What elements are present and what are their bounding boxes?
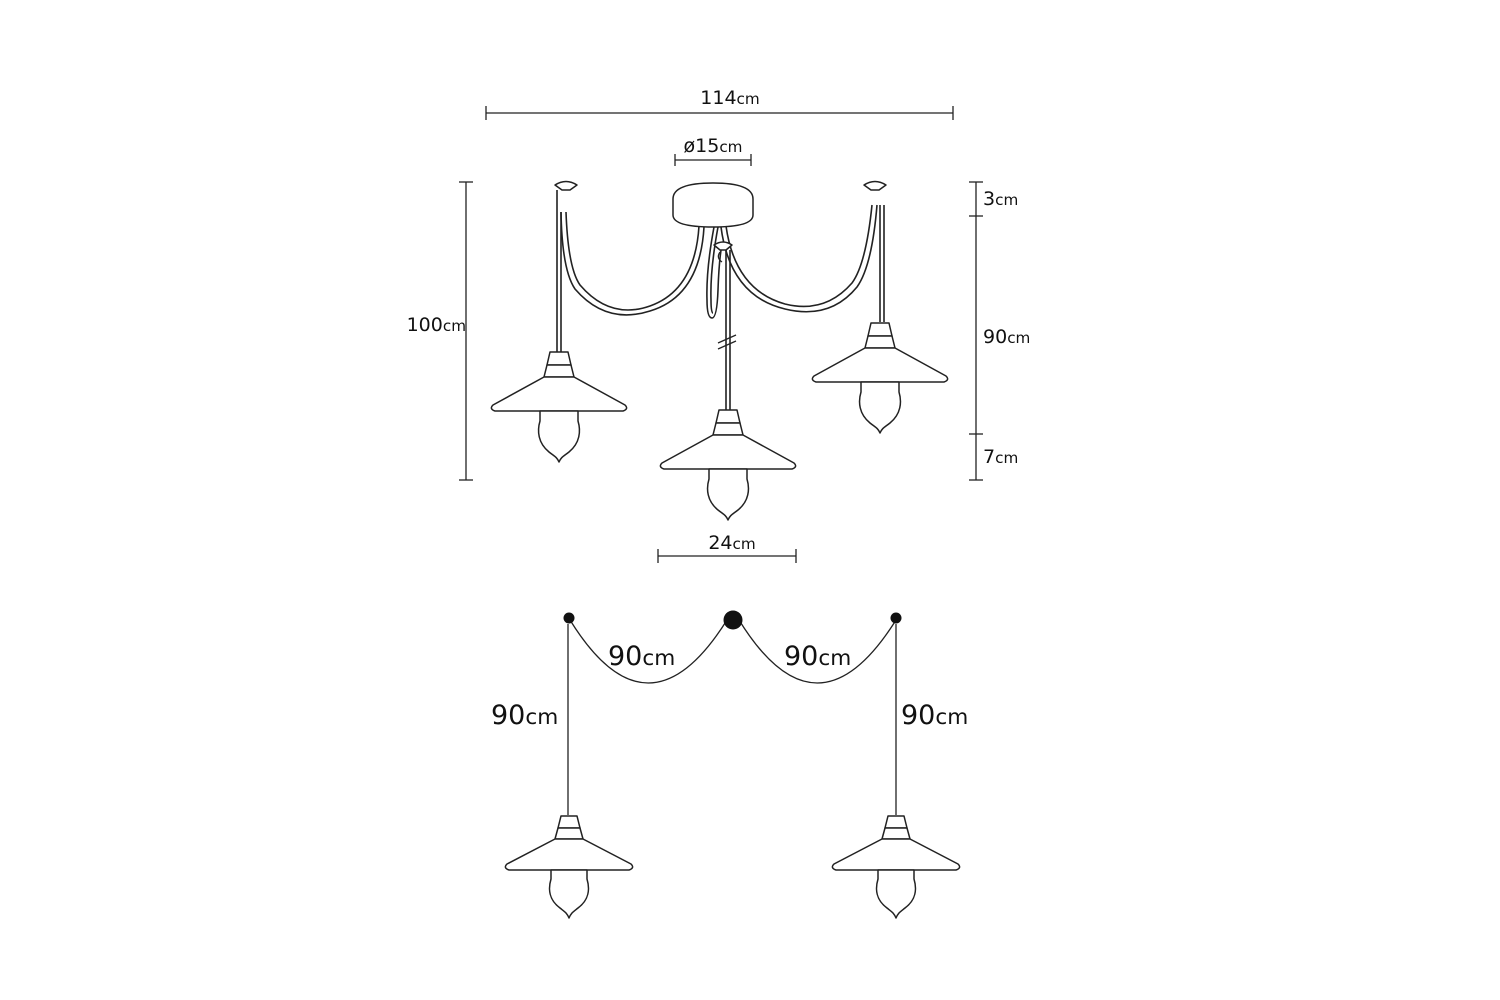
shade-width-dimension: 24cm <box>657 532 797 563</box>
ceiling-canopy <box>672 182 754 228</box>
lamp-center <box>659 409 797 521</box>
width-label: 114cm <box>700 87 759 109</box>
arc-left <box>569 619 728 684</box>
drop-left-label: 90cm <box>491 700 558 731</box>
segment-height-dimension: 3cm 90cm 7cm <box>969 181 1030 481</box>
anchor-point-left <box>563 612 575 624</box>
bottom-lamp-left <box>504 815 634 919</box>
anchor-point-right <box>890 612 902 624</box>
bottom-view: 90cm 90cm 90cm 90cm <box>491 610 968 919</box>
anchor-point-center <box>723 610 743 630</box>
lamp-right <box>811 322 949 434</box>
arc-right <box>738 619 897 684</box>
top-view: 114cm ø15cm 100cm 3cm 90cm 7cm <box>407 87 1030 563</box>
canopy-diameter-dimension: ø15cm <box>674 135 752 166</box>
total-height-label: 100cm <box>407 314 466 336</box>
canopy-height-label: 3cm <box>983 188 1018 210</box>
ceiling-hooks <box>554 180 887 263</box>
bottom-lamp-right <box>831 815 961 919</box>
arc-right-label: 90cm <box>784 641 851 672</box>
arc-left-label: 90cm <box>608 641 675 672</box>
shade-width-label: 24cm <box>708 532 755 554</box>
cable-length-label: 90cm <box>983 326 1030 348</box>
total-height-dimension: 100cm <box>407 181 473 481</box>
width-dimension: 114cm <box>485 87 954 120</box>
drop-cables <box>556 190 885 410</box>
lamp-left <box>490 351 628 463</box>
drop-right-label: 90cm <box>901 700 968 731</box>
canopy-diameter-label: ø15cm <box>684 135 743 157</box>
swag-cables <box>560 204 878 319</box>
shade-height-label: 7cm <box>983 446 1018 468</box>
